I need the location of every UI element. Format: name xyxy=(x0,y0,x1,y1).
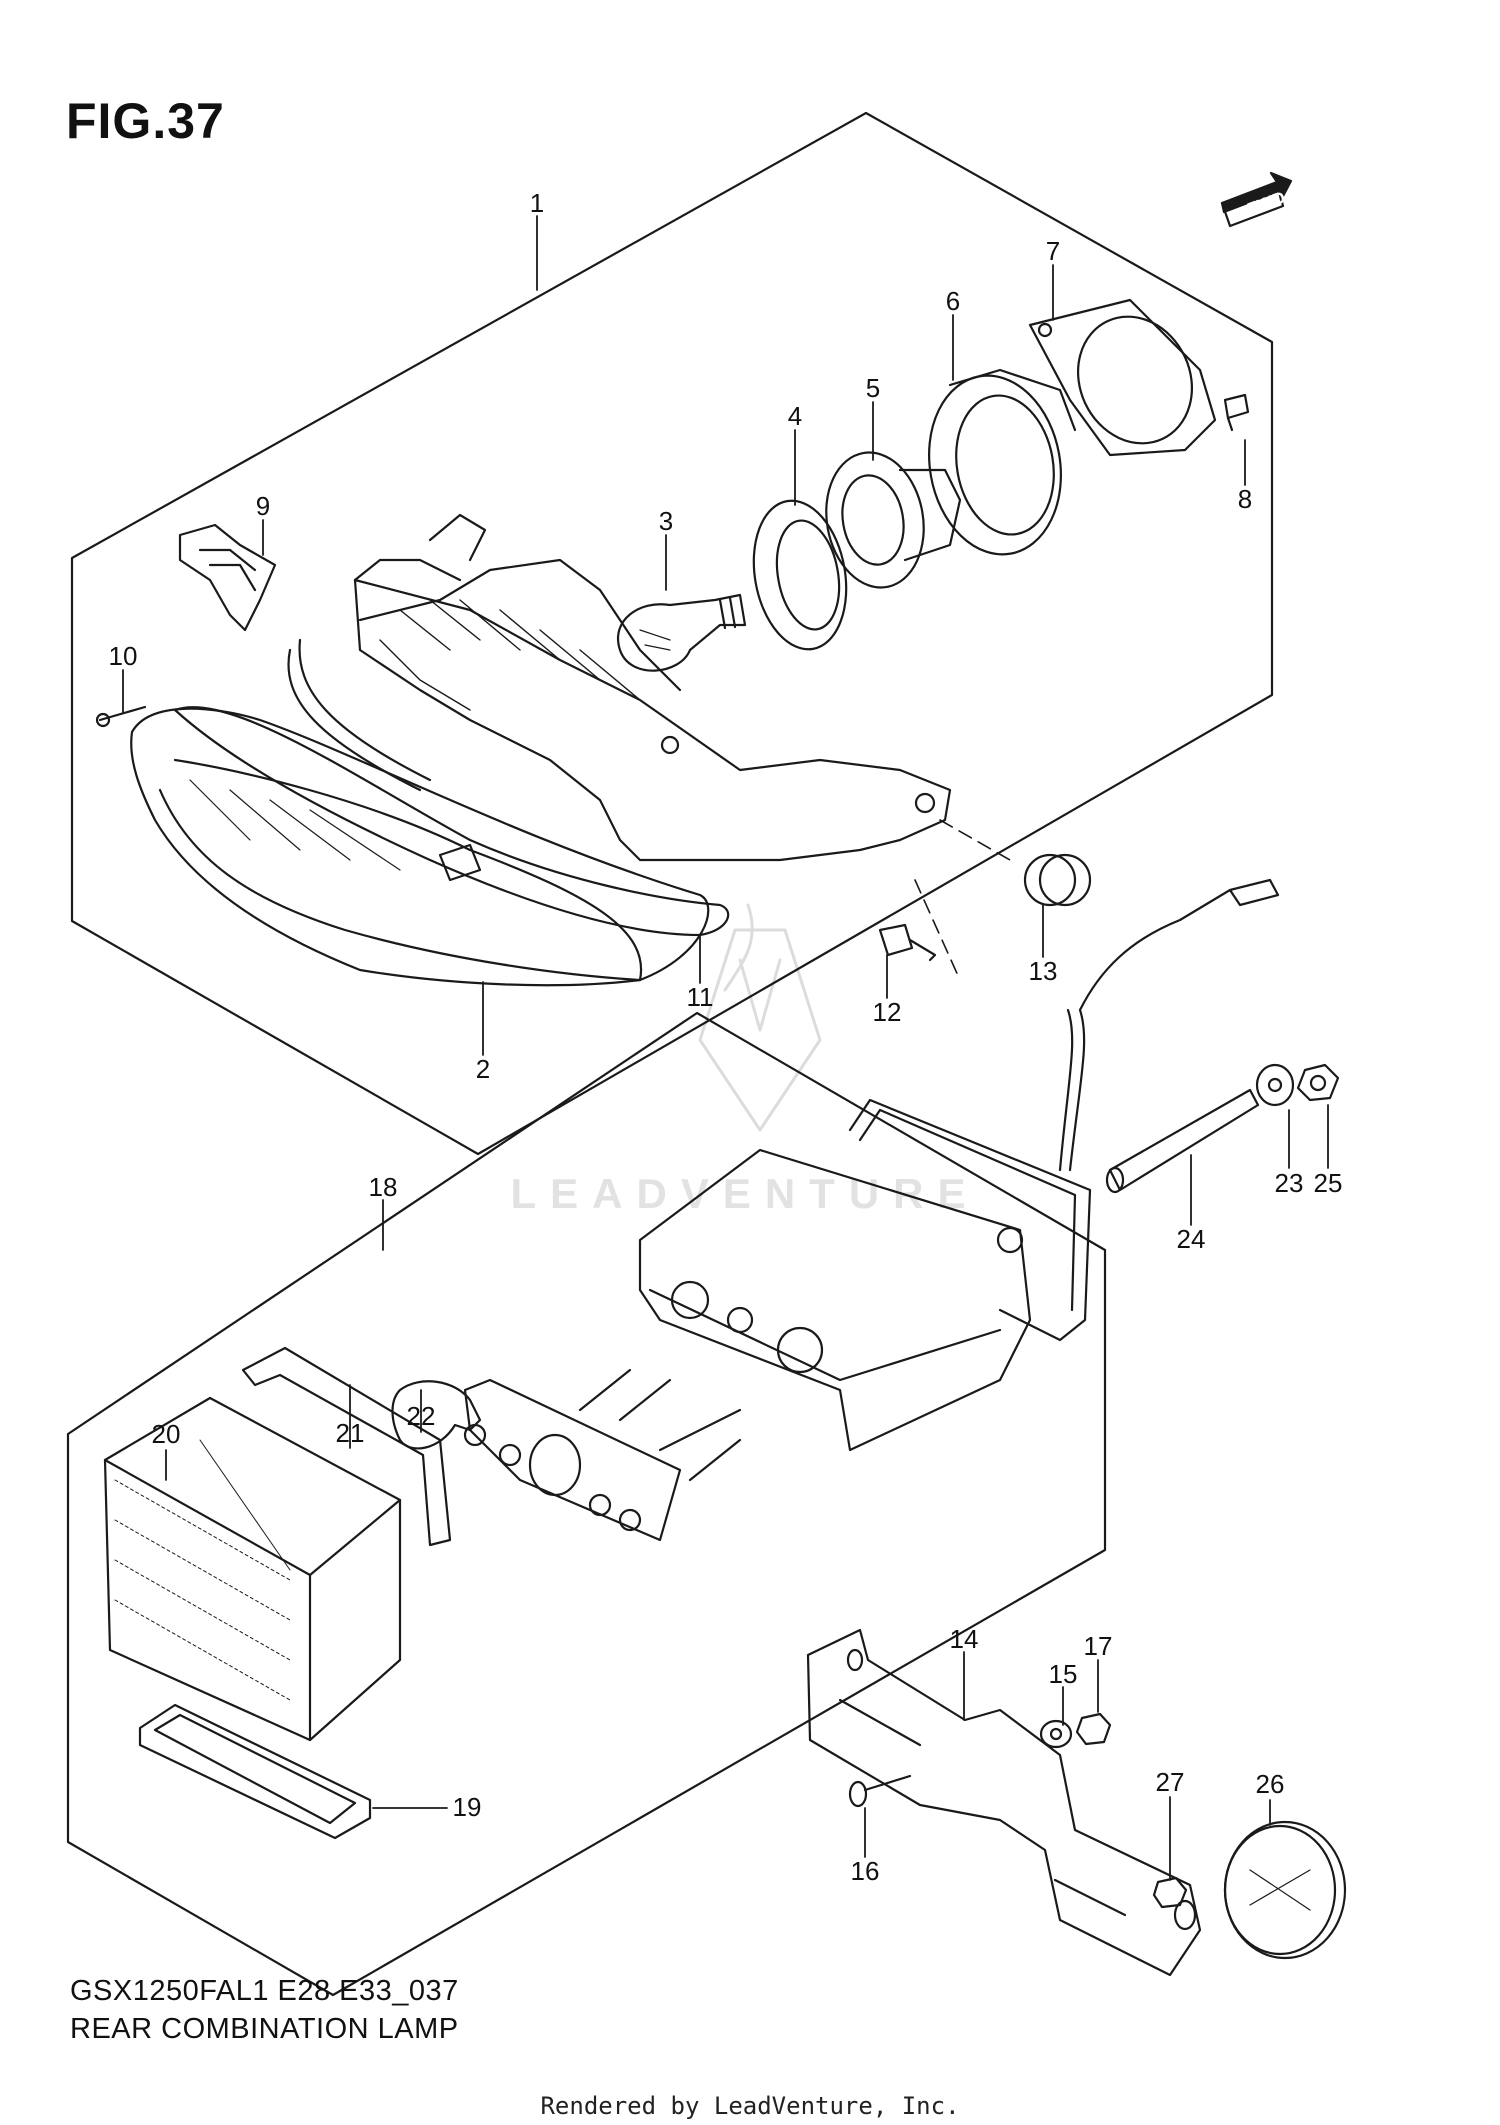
callout-20: 20 xyxy=(152,1419,181,1449)
leadventure-watermark xyxy=(698,903,822,1132)
fwd-arrow-icon xyxy=(1220,171,1293,228)
dashed-guide xyxy=(914,819,1011,981)
lamp-wire xyxy=(1058,878,1280,1172)
socket-plate xyxy=(463,1368,742,1542)
washer-15 xyxy=(1039,1719,1073,1749)
grommet-13 xyxy=(1023,853,1092,907)
gasket-7 xyxy=(1028,298,1217,457)
tail-lamp-lens xyxy=(130,707,710,987)
callout-11: 11 xyxy=(687,982,714,1012)
bracket-14 xyxy=(806,1628,1202,1977)
callout-27: 27 xyxy=(1156,1767,1185,1797)
render-credit: Rendered by LeadVenture, Inc. xyxy=(540,2092,960,2120)
reflector-19 xyxy=(138,1703,372,1840)
callout-10: 10 xyxy=(109,641,138,671)
nut-25 xyxy=(1296,1063,1340,1102)
callout-18: 18 xyxy=(369,1172,398,1202)
callout-19: 19 xyxy=(453,1792,482,1822)
license-lens-20 xyxy=(103,1396,402,1742)
watermark-text: LEADVENTURE xyxy=(510,1170,979,1217)
callout-15: 15 xyxy=(1049,1659,1078,1689)
reflector-cap-26 xyxy=(1223,1820,1347,1960)
callout-3: 3 xyxy=(659,506,673,536)
nut-27 xyxy=(1152,1876,1188,1909)
callout-9: 9 xyxy=(256,491,270,521)
callout-22: 22 xyxy=(407,1401,436,1431)
callout-25: 25 xyxy=(1314,1168,1343,1198)
callout-leaders xyxy=(122,215,1329,1881)
lens-gasket-21 xyxy=(241,1346,452,1547)
clip-9 xyxy=(178,523,277,632)
figure-title: FIG.37 xyxy=(66,93,225,149)
callout-26: 26 xyxy=(1256,1769,1285,1799)
callout-6: 6 xyxy=(946,286,960,316)
callout-7: 7 xyxy=(1046,236,1060,266)
callout-23: 23 xyxy=(1275,1168,1304,1198)
washer-23 xyxy=(1255,1063,1295,1107)
callout-12: 12 xyxy=(873,997,902,1027)
license-lamp-body xyxy=(638,1148,1032,1452)
nut-17 xyxy=(1075,1712,1112,1746)
callout-1: 1 xyxy=(530,188,544,218)
callout-24: 24 xyxy=(1177,1224,1206,1254)
callout-8: 8 xyxy=(1238,484,1252,514)
screw-16 xyxy=(848,1774,912,1808)
lens-trim-strip xyxy=(173,638,730,937)
callout-21: 21 xyxy=(336,1418,365,1448)
model-code: GSX1250FAL1 E28 E33_037 xyxy=(70,1975,459,2007)
socket-seal-4 xyxy=(752,499,848,651)
callout-17: 17 xyxy=(1084,1631,1113,1661)
bulb-22 xyxy=(391,1380,482,1450)
socket-cover-6 xyxy=(928,368,1077,556)
bolt-12 xyxy=(878,923,937,962)
callout-2: 2 xyxy=(476,1054,490,1084)
screw-10 xyxy=(95,705,147,728)
lower-assembly-outline xyxy=(66,1011,1107,1997)
callout-4: 4 xyxy=(788,401,802,431)
spacer-24 xyxy=(1105,1088,1260,1194)
lamp-housing xyxy=(353,513,952,862)
callout-14: 14 xyxy=(950,1624,979,1654)
callout-13: 13 xyxy=(1029,956,1058,986)
lamp-gasket-frame xyxy=(848,1098,1092,1342)
callout-5: 5 xyxy=(866,373,880,403)
screw-8 xyxy=(1223,393,1250,432)
callout-16: 16 xyxy=(851,1856,880,1886)
bulb-3 xyxy=(617,593,747,672)
upper-assembly-outline xyxy=(70,111,1274,1156)
assembly-name: REAR COMBINATION LAMP xyxy=(70,2013,459,2045)
